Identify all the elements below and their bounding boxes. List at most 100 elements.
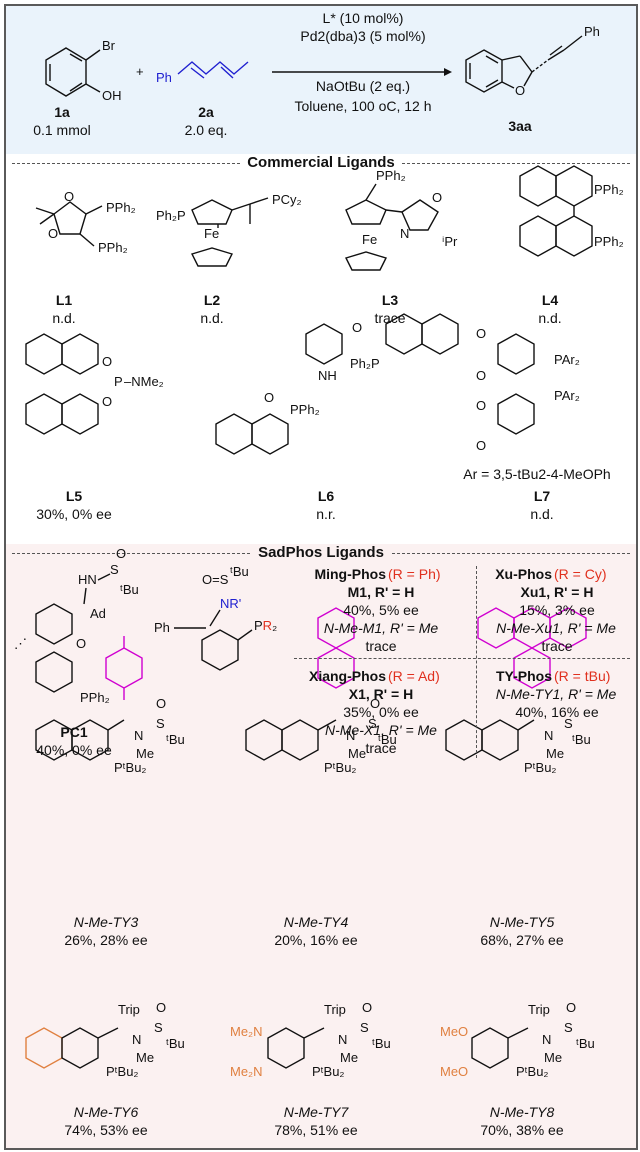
svg-text:PPh₂: PPh₂ <box>376 168 406 183</box>
svg-text:Ph: Ph <box>154 620 170 635</box>
svg-text:O: O <box>352 320 362 335</box>
svg-text:⋰: ⋰ <box>14 636 27 651</box>
svg-text:Me: Me <box>340 1050 358 1065</box>
figure-frame: Br OH + Ph O <box>4 4 638 1150</box>
svg-text:PPh₂: PPh₂ <box>80 690 110 705</box>
sadphos-ligands-panel: SadPhos Ligands HN S O ᵗBu Ad ⋰ O PPh₂ O… <box>6 544 636 1148</box>
svg-text:PᵗBu₂: PᵗBu₂ <box>524 760 556 775</box>
svg-text:O: O <box>116 546 126 561</box>
l4-result: n.d. <box>538 310 562 326</box>
ty8-structure: MeO MeO Trip N S O ᵗBu Me PᵗBu₂ <box>440 1000 595 1079</box>
l4-id: L4 <box>541 292 559 308</box>
condition-catalyst: Pd2(dba)3 (5 mol%) <box>300 28 426 44</box>
l1-result: n.d. <box>52 310 76 326</box>
l7-id: L7 <box>533 488 551 504</box>
svg-text:S: S <box>368 716 377 731</box>
condition-solvent: Toluene, 100 oC, 12 h <box>294 98 432 114</box>
svg-text:Fe: Fe <box>362 232 377 247</box>
svg-text:PᵗBu₂: PᵗBu₂ <box>324 760 356 775</box>
svg-text:Me: Me <box>136 1050 154 1065</box>
m1-label: M1, R' = H <box>347 584 415 600</box>
svg-text:Ad: Ad <box>90 606 106 621</box>
commercial-structures: O O PPh₂ PPh₂ Ph₂P Fe PCy₂ <box>25 165 624 455</box>
l7-result: n.d. <box>530 506 554 522</box>
svg-text:O: O <box>476 368 486 383</box>
svg-text:O: O <box>48 226 58 241</box>
l1-id: L1 <box>55 292 73 308</box>
svg-text:Trip: Trip <box>324 1002 346 1017</box>
svg-text:ⁱPr: ⁱPr <box>442 234 458 249</box>
pc1-id: PC1 <box>60 724 88 740</box>
ty5-id: N-Me-TY5 <box>489 914 555 930</box>
reaction-structures: Br OH + Ph O <box>45 24 600 103</box>
ty3-structure: N S O ᵗBu Me PᵗBu₂ <box>35 636 185 775</box>
svg-text:ᵗBu: ᵗBu <box>372 1036 391 1051</box>
svg-text:N: N <box>134 728 143 743</box>
bromophenol-structure: Br OH <box>45 38 122 103</box>
l3-id: L3 <box>381 292 399 308</box>
svg-text:OH: OH <box>102 88 122 103</box>
product-id: 3aa <box>508 118 532 134</box>
svg-text:O: O <box>76 636 86 651</box>
ty6-id: N-Me-TY6 <box>73 1104 139 1120</box>
svg-text:PPh₂: PPh₂ <box>594 182 624 197</box>
svg-text:ᵗBu: ᵗBu <box>166 1036 185 1051</box>
mingphos-name: Ming-Phos <box>314 566 386 582</box>
ty7-structure: Me₂N Me₂N Trip N S O ᵗBu Me PᵗBu₂ <box>230 1000 391 1079</box>
svg-text:O: O <box>566 1000 576 1015</box>
xu1-result: 15%, 3% ee <box>519 602 595 618</box>
dihydrobenzofuran-product: O Ph <box>465 24 600 98</box>
xu1-label: Xu1, R' = H <box>520 584 594 600</box>
ty7-id: N-Me-TY7 <box>283 1104 349 1120</box>
n-me-xu1-label: N-Me-Xu1, R' = Me <box>496 620 616 636</box>
svg-text:O: O <box>476 438 486 453</box>
n-me-ty1-result: 40%, 16% ee <box>515 704 599 720</box>
svg-text:–NMe₂: –NMe₂ <box>124 374 164 389</box>
n-me-m1-label: N-Me-M1, R' = Me <box>323 620 439 636</box>
l3-result: trace <box>374 310 406 326</box>
svg-text:O: O <box>102 394 112 409</box>
commercial-ligands-panel: Commercial Ligands O O PPh₂ PPh₂ Ph₂P Fe <box>6 154 636 544</box>
svg-text:O: O <box>432 190 442 205</box>
ty8-id: N-Me-TY8 <box>489 1104 555 1120</box>
diene-structure: Ph <box>156 61 249 85</box>
sadphos-title: SadPhos Ligands <box>6 544 636 561</box>
svg-text:HN: HN <box>78 572 97 587</box>
svg-text:PᵗBu₂: PᵗBu₂ <box>516 1064 548 1079</box>
sadphos-structures: HN S O ᵗBu Ad ⋰ O PPh₂ O=S ᵗBu NR' Ph <box>14 546 595 1079</box>
ty3-result: 26%, 28% ee <box>64 932 148 948</box>
l5-result: 30%, 0% ee <box>36 506 112 522</box>
svg-text:S: S <box>564 716 573 731</box>
ty3-id: N-Me-TY3 <box>73 914 139 930</box>
svg-text:PCy₂: PCy₂ <box>272 192 302 207</box>
ty7-result: 78%, 51% ee <box>274 1122 358 1138</box>
svg-text:PPh₂: PPh₂ <box>98 240 128 255</box>
svg-text:ᵗBu: ᵗBu <box>230 564 249 579</box>
n-me-ty1-label: N-Me-TY1, R' = Me <box>495 686 617 702</box>
svg-text:ᵗBu: ᵗBu <box>378 732 397 747</box>
svg-text:S: S <box>110 562 119 577</box>
svg-text:N: N <box>542 1032 551 1047</box>
l6-structure: NH O Ph₂P O PPh₂ <box>215 313 459 455</box>
svg-text:O: O <box>264 390 274 405</box>
svg-text:O: O <box>362 1000 372 1015</box>
n-me-x1-result: trace <box>365 740 397 756</box>
svg-text:S: S <box>154 1020 163 1035</box>
ty6-structure: Trip N S O ᵗBu Me PᵗBu₂ <box>25 1000 185 1079</box>
commercial-title: Commercial Ligands <box>6 154 636 171</box>
svg-text:PPh₂: PPh₂ <box>106 200 136 215</box>
svg-text:PAr₂: PAr₂ <box>554 352 580 367</box>
substrate-1-amount: 0.1 mmol <box>33 122 91 138</box>
l4-structure: PPh₂ PPh₂ <box>519 165 624 257</box>
svg-text:MeO: MeO <box>440 1024 468 1039</box>
svg-text:O: O <box>476 326 486 341</box>
svg-text:Ph₂P: Ph₂P <box>350 356 380 371</box>
substrate-1-id: 1a <box>54 104 70 120</box>
ty4-id: N-Me-TY4 <box>283 914 349 930</box>
svg-text:S: S <box>564 1020 573 1035</box>
svg-text:Ph₂P: Ph₂P <box>156 208 186 223</box>
svg-text:ᵗBu: ᵗBu <box>120 582 139 597</box>
n-me-m1-result: trace <box>365 638 397 654</box>
xiangphos-name: Xiang-Phos <box>308 668 386 684</box>
typhos-name: TY-Phos <box>495 668 552 684</box>
